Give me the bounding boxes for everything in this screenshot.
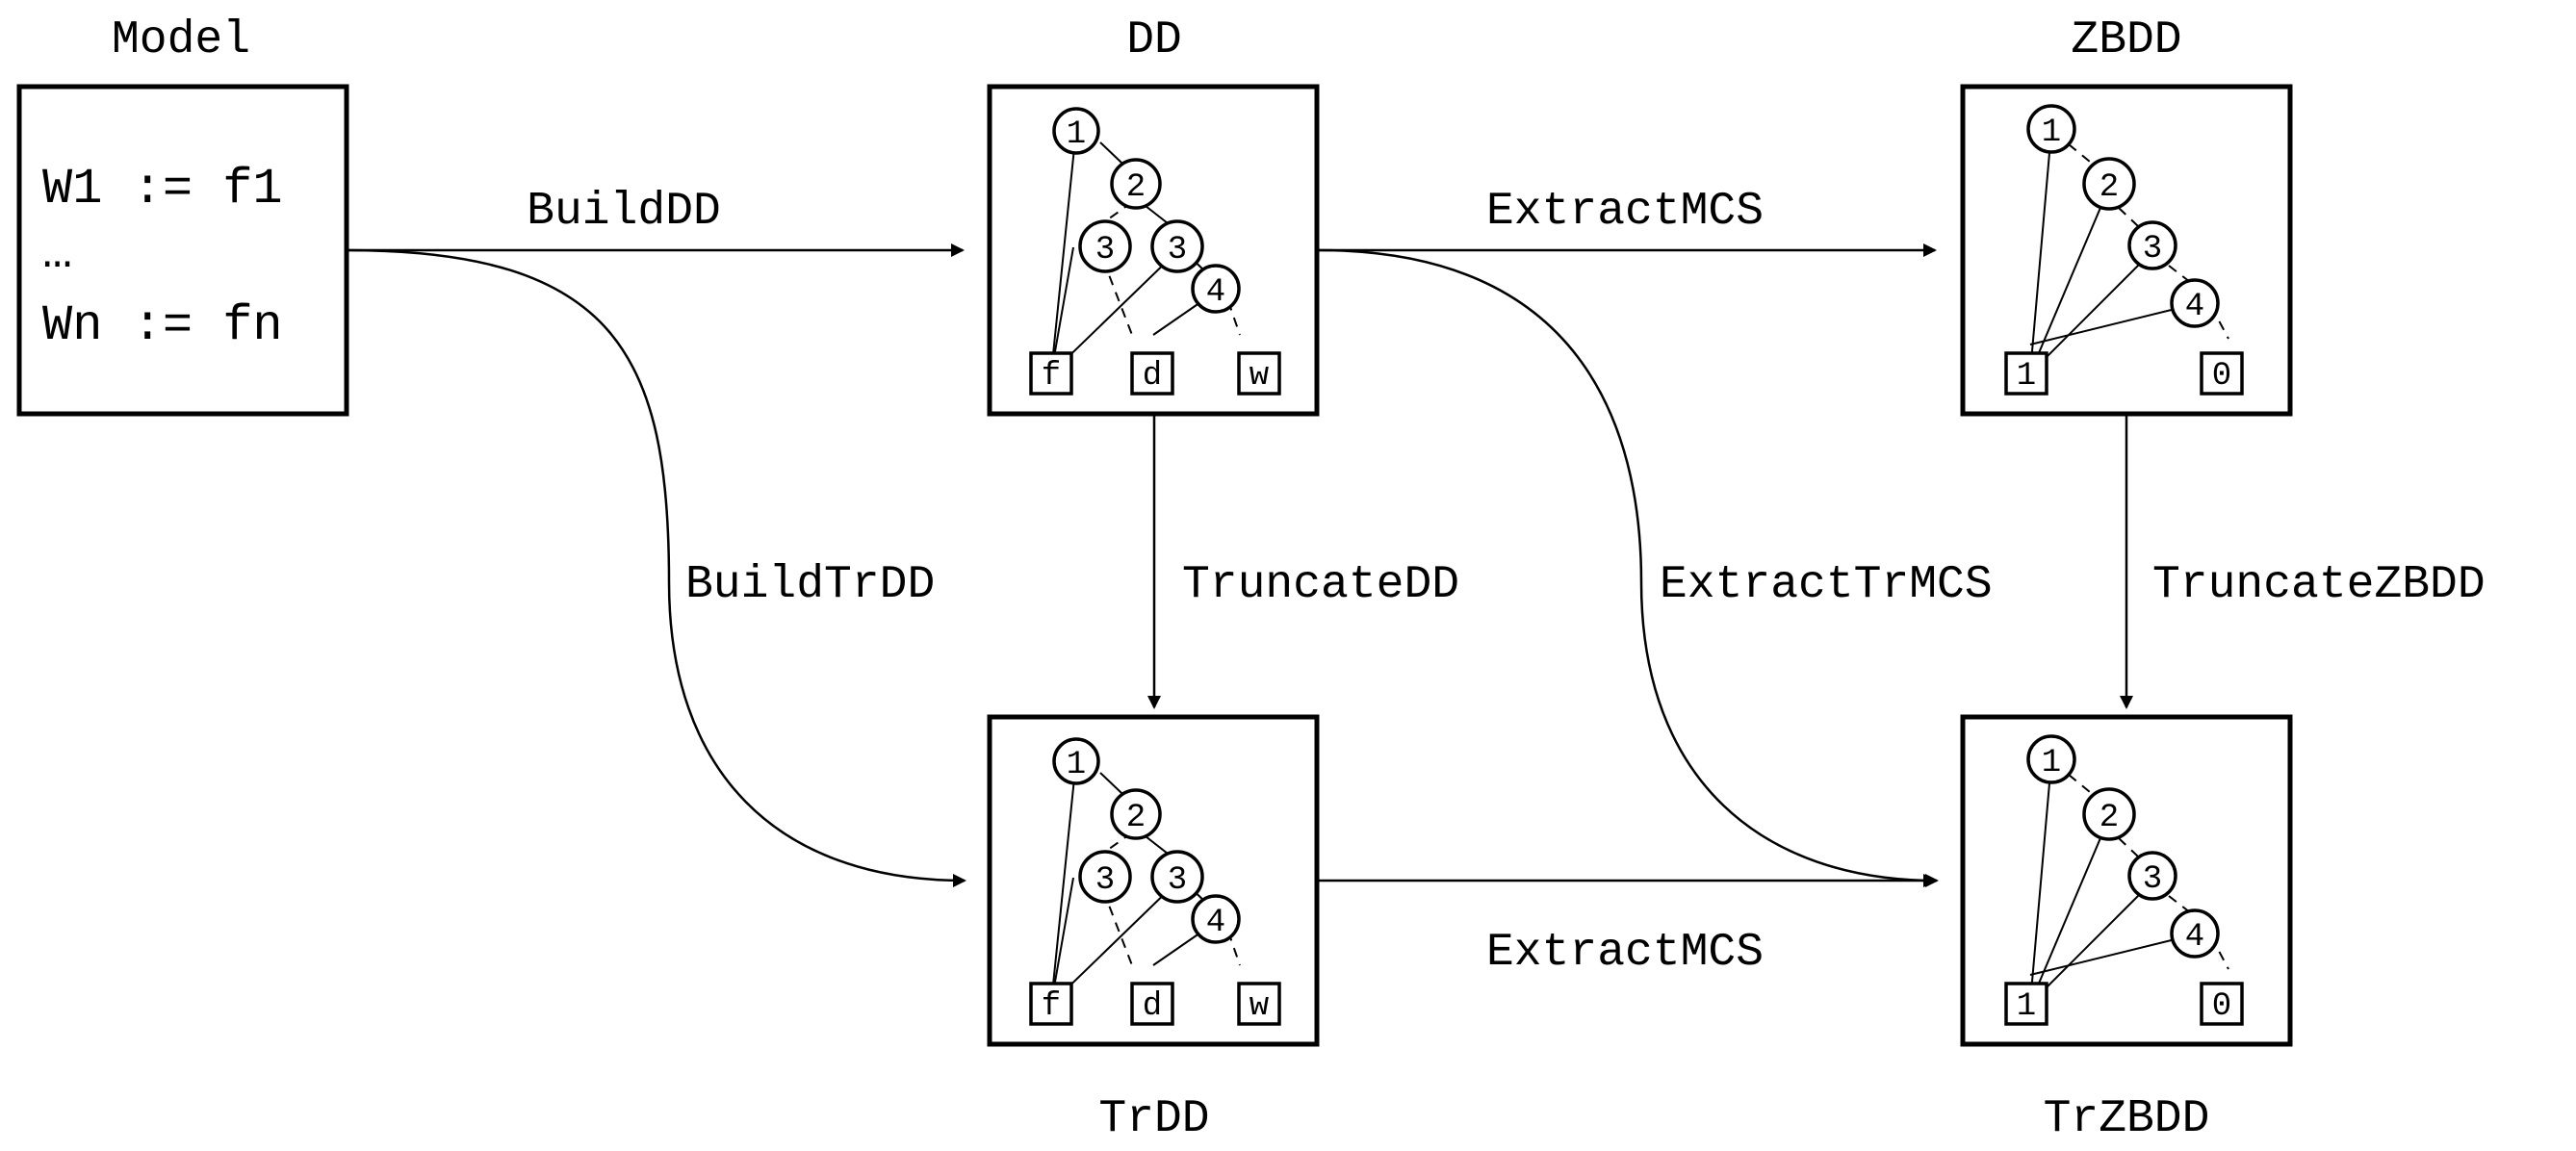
- dd-node-3-right: 3: [1150, 219, 1204, 273]
- zbdd-node-1: 1: [2026, 104, 2076, 154]
- zbdd-terminal-1: 1: [2004, 351, 2048, 396]
- svg-text:3: 3: [2143, 231, 2162, 268]
- trzbdd-terminal-1: 1: [2004, 982, 2048, 1026]
- model-line-1: W1 := f1: [42, 161, 283, 217]
- svg-text:4: 4: [1206, 905, 1225, 941]
- svg-text:f: f: [1042, 358, 1061, 395]
- label-extract-mcs-top: ExtractMCS: [1486, 186, 1764, 238]
- zbdd-edges: [2029, 130, 2229, 374]
- zbdd-node-3: 3: [2127, 220, 2177, 270]
- edge-build-trdd: [346, 248, 966, 887]
- svg-text:3: 3: [1168, 232, 1187, 269]
- trdd-node-1: 1: [1052, 737, 1100, 785]
- svg-text:1: 1: [1067, 747, 1086, 783]
- svg-text:w: w: [1249, 358, 1270, 395]
- zbdd-terminal-0: 0: [2200, 351, 2244, 396]
- trzbdd-node-4: 4: [2170, 908, 2220, 959]
- svg-text:2: 2: [1126, 169, 1146, 206]
- title-dd: DD: [1126, 14, 1182, 66]
- model-line-3: Wn := fn: [42, 297, 283, 354]
- svg-text:4: 4: [2185, 289, 2204, 325]
- svg-text:2: 2: [1126, 800, 1146, 836]
- svg-text:3: 3: [1095, 232, 1115, 269]
- model-box: W1 := f1 … Wn := fn: [16, 84, 349, 417]
- svg-text:0: 0: [2212, 358, 2231, 395]
- svg-text:3: 3: [1095, 862, 1115, 899]
- trdd-node-3-right: 3: [1150, 850, 1204, 904]
- zbdd-box: 1 2 3 4 1 0: [1960, 84, 2293, 417]
- trdd-terminal-d: d: [1130, 982, 1174, 1026]
- dd-node-4: 4: [1191, 264, 1241, 314]
- svg-text:2: 2: [2099, 169, 2119, 206]
- zbdd-node-4: 4: [2170, 278, 2220, 328]
- svg-text:d: d: [1143, 358, 1162, 395]
- svg-text:w: w: [1249, 988, 1270, 1025]
- dd-box: 1 2 3 3 4 f d w: [987, 84, 1320, 417]
- svg-text:1: 1: [2042, 745, 2061, 781]
- svg-text:f: f: [1042, 988, 1061, 1025]
- svg-text:4: 4: [1206, 274, 1225, 311]
- svg-text:3: 3: [2143, 861, 2162, 898]
- label-build-dd: BuildDD: [527, 186, 721, 238]
- trzbdd-node-2: 2: [2082, 787, 2136, 841]
- label-truncate-zbdd: TruncateZBDD: [2152, 559, 2486, 611]
- label-truncate-dd: TruncateDD: [1182, 559, 1459, 611]
- dd-node-2: 2: [1110, 158, 1162, 210]
- svg-text:2: 2: [2099, 800, 2119, 836]
- svg-text:4: 4: [2185, 919, 2204, 956]
- trdd-terminal-w: w: [1237, 982, 1281, 1026]
- trdd-terminal-f: f: [1029, 982, 1073, 1026]
- trzbdd-node-3: 3: [2127, 851, 2177, 901]
- dd-terminal-w: w: [1237, 351, 1281, 396]
- trdd-box: 1 2 3 3 4 f d w: [987, 714, 1320, 1047]
- zbdd-node-2: 2: [2082, 157, 2136, 211]
- svg-text:0: 0: [2212, 988, 2231, 1025]
- trzbdd-terminal-0: 0: [2200, 982, 2244, 1026]
- trzbdd-box: 1 2 3 4 1 0: [1960, 714, 2293, 1047]
- title-trzbdd: TrZBDD: [2044, 1093, 2210, 1145]
- trdd-node-3-left: 3: [1078, 850, 1132, 904]
- dd-node-3-left: 3: [1078, 219, 1132, 273]
- svg-text:3: 3: [1168, 862, 1187, 899]
- edge-extract-trmcs: [1318, 248, 1939, 887]
- label-extract-trmcs: ExtractTrMCS: [1660, 559, 1993, 611]
- trzbdd-node-1: 1: [2026, 734, 2076, 784]
- svg-text:1: 1: [2042, 115, 2061, 151]
- svg-text:1: 1: [2017, 358, 2036, 395]
- title-model: Model: [112, 14, 250, 66]
- svg-text:1: 1: [2017, 988, 2036, 1025]
- trdd-node-2: 2: [1110, 788, 1162, 840]
- title-trdd: TrDD: [1098, 1093, 1209, 1145]
- svg-text:d: d: [1143, 988, 1162, 1025]
- dd-node-1: 1: [1052, 107, 1100, 155]
- label-build-trdd: BuildTrDD: [685, 559, 935, 611]
- trdd-node-4: 4: [1191, 894, 1241, 944]
- model-line-2: …: [42, 225, 72, 282]
- dd-terminal-f: f: [1029, 351, 1073, 396]
- title-zbdd: ZBDD: [2071, 14, 2181, 66]
- svg-text:1: 1: [1067, 116, 1086, 153]
- dd-terminal-d: d: [1130, 351, 1174, 396]
- trzbdd-edges: [2029, 760, 2229, 1005]
- label-extract-mcs-bottom: ExtractMCS: [1486, 927, 1764, 979]
